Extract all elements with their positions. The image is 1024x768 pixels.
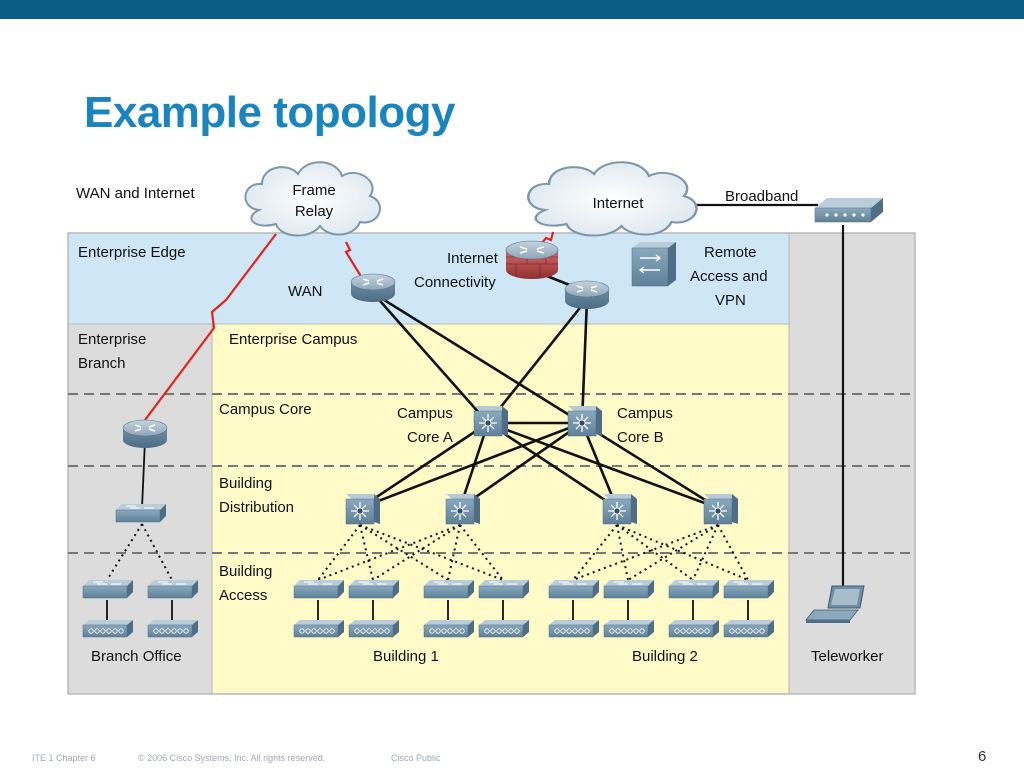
- hub-icon: [478, 619, 530, 638]
- workgroup-switch-icon: [293, 579, 345, 599]
- campus-core-b-label-2: Core B: [617, 429, 664, 446]
- frame-relay-cloud: Frame Relay: [244, 161, 382, 237]
- workgroup-switch-icon: [115, 503, 167, 523]
- hub-icon: [423, 619, 475, 638]
- campus-core-a-label-2: Core A: [407, 429, 453, 446]
- hub-icon: [348, 619, 400, 638]
- workgroup-switch-icon: [423, 579, 475, 599]
- remote-access-label-2: Access and: [690, 268, 768, 285]
- internet-cloud-label: Internet: [593, 195, 645, 212]
- zone-campus-core-label: Campus Core: [219, 401, 312, 418]
- frame-relay-label-2: Relay: [295, 203, 334, 220]
- wan-label: WAN: [288, 283, 322, 300]
- zone-building-access-label-1: Building: [219, 563, 272, 580]
- zone-enterprise-branch-label-2: Branch: [78, 355, 126, 372]
- top-banner: [0, 0, 1024, 19]
- broadband-label: Broadband: [725, 188, 798, 205]
- zone-enterprise-campus-label: Enterprise Campus: [229, 331, 357, 348]
- broadband-modem-icon: [814, 198, 883, 223]
- hub-icon: [668, 619, 720, 638]
- footer-classification: Cisco Public: [391, 753, 441, 763]
- router-icon: [122, 419, 168, 449]
- vpn-concentrator-icon: [631, 242, 676, 287]
- internet-cloud: Internet: [527, 160, 698, 237]
- branch-office-label: Branch Office: [91, 648, 182, 665]
- hub-icon: [147, 619, 199, 638]
- hub-icon: [548, 619, 600, 638]
- workgroup-switch-icon: [668, 579, 720, 599]
- workgroup-switch-icon: [82, 579, 134, 599]
- footer-course: ITE 1 Chapter 6: [32, 753, 96, 763]
- hub-icon: [723, 619, 775, 638]
- workgroup-switch-icon: [478, 579, 530, 599]
- building-2-label: Building 2: [632, 648, 698, 665]
- frame-relay-wan-link: [344, 241, 363, 279]
- internet-connectivity-label-2: Connectivity: [414, 274, 496, 291]
- page-number: 6: [978, 748, 987, 765]
- router-icon: [350, 273, 396, 303]
- footer-copyright: © 2006 Cisco Systems, Inc. All rights re…: [138, 753, 326, 763]
- zone-wan-internet-label: WAN and Internet: [76, 185, 195, 202]
- zone-enterprise-edge-label: Enterprise Edge: [78, 244, 186, 261]
- workgroup-switch-icon: [723, 579, 775, 599]
- remote-access-label-3: VPN: [715, 292, 746, 309]
- campus-core-b-label-1: Campus: [617, 405, 673, 422]
- remote-access-label-1: Remote: [704, 244, 757, 261]
- laptop-icon: [805, 585, 865, 623]
- teleworker-label: Teleworker: [811, 648, 884, 665]
- diagram-labels: WAN and Internet Enterprise Edge Enterpr…: [76, 185, 884, 665]
- hub-icon: [293, 619, 345, 638]
- campus-core-a-label-1: Campus: [397, 405, 453, 422]
- workgroup-switch-icon: [348, 579, 400, 599]
- router-icon: [564, 280, 610, 310]
- zone-building-access-label-2: Access: [219, 587, 267, 604]
- building-1-label: Building 1: [373, 648, 439, 665]
- hub-icon: [82, 619, 134, 638]
- page-title: Example topology: [84, 88, 455, 137]
- internet-connectivity-label-1: Internet: [447, 250, 499, 267]
- layer-divider-lines: [68, 393, 915, 554]
- switch-hub-links: [106, 600, 749, 620]
- frame-relay-label-1: Frame: [292, 182, 335, 199]
- access-links: [106, 523, 749, 581]
- zone-enterprise-branch-label-1: Enterprise: [78, 331, 146, 348]
- hub-icon: [603, 619, 655, 638]
- zone-building-distribution-label-2: Distribution: [219, 499, 294, 516]
- frame-relay-branch-link: [144, 233, 277, 421]
- workgroup-switch-icon: [147, 579, 199, 599]
- firewall-router-icon: [505, 240, 559, 279]
- workgroup-switch-icon: [548, 579, 600, 599]
- workgroup-switch-icon: [603, 579, 655, 599]
- zone-building-distribution-label-1: Building: [219, 475, 272, 492]
